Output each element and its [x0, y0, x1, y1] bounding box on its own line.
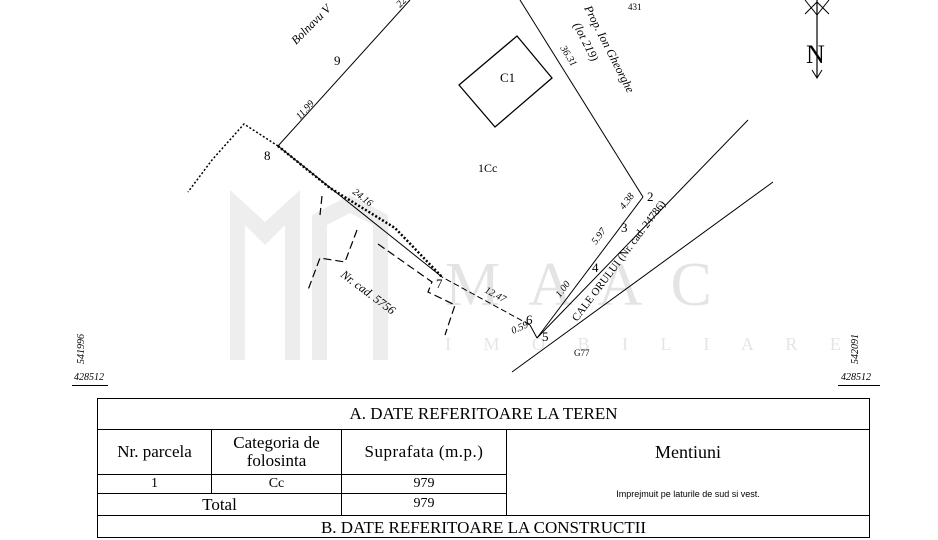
point-3-label: 3 [621, 220, 628, 235]
point-4-label: 4 [592, 260, 599, 275]
mentiuni-text: Imprejmuit pe laturile de sud si vest. [616, 489, 760, 500]
table-b-title: B. DATE REFERITOARE LA CONSTRUCTII [320, 518, 647, 537]
watermark: M A A C I M O B I L I A R E [230, 190, 855, 360]
watermark-sub-text: I M O B I L I A R E [445, 334, 855, 354]
header-categoria: Categoria de folosinta [233, 433, 320, 470]
coord-right-north: 542091 [850, 334, 861, 364]
header-mentiuni: Mentiuni [655, 441, 721, 462]
neighbor-north-label: Bolnavu V [288, 0, 335, 47]
north-arrow [804, 0, 830, 79]
table-a-title: A. DATE REFERITOARE LA TEREN [349, 404, 618, 424]
point-8-label: 8 [264, 148, 271, 163]
north-label: N [806, 40, 825, 69]
boundary-2-5 [536, 196, 644, 339]
coord-right-rule [838, 385, 880, 386]
coord-left-east: 428512 [74, 372, 104, 383]
header-nr-parcela: Nr. parcela [117, 442, 192, 462]
point-labels: 2 3 4 5 6 7 8 9 [264, 53, 654, 344]
boundary-east [519, 0, 644, 198]
boundary-6-7 [441, 276, 531, 326]
point-6-label: 6 [526, 312, 533, 327]
row-1-categoria: Cc [268, 475, 285, 491]
point-2-label: 2 [647, 189, 654, 204]
land-data-table: A. DATE REFERITOARE LA TEREN Nr. parcela… [97, 398, 870, 538]
coord-left-rule [72, 385, 108, 386]
point-5-label: 5 [542, 329, 549, 344]
row-1-nr: 1 [151, 475, 158, 491]
coord-left-north: 541996 [76, 334, 87, 364]
parcel-boundary [187, 0, 644, 339]
total-value: 979 [413, 496, 435, 512]
point-7-label: 7 [436, 276, 443, 291]
building-c1-label: C1 [500, 70, 515, 85]
point-g77-label: G77 [574, 348, 590, 358]
cadastral-plan: M A A C I M O B I L I A R E C1 1Cc Nr. c… [187, 0, 855, 373]
boundary-5-6 [529, 324, 538, 339]
fence-west [187, 123, 279, 193]
total-label: Total [202, 494, 237, 514]
boundary-7-8 [277, 145, 443, 278]
fence-south [277, 145, 443, 278]
neighbor-cad-5756 [307, 195, 456, 336]
parcel-label: 1Cc [478, 161, 497, 175]
neighbor-southwest-label: Nr. cad. 5756 [337, 267, 398, 318]
boundary-8-9 [277, 0, 411, 147]
header-suprafata: Suprafata (m.p.) [364, 442, 484, 462]
row-1-suprafata: 979 [413, 475, 435, 491]
neighbor-north-value: 22 [394, 0, 409, 10]
neighbor-east-point: 431 [628, 2, 642, 12]
watermark-main-text: M A A C [445, 251, 720, 319]
building-c1 [458, 35, 553, 128]
distance-3-4: 5.97 [590, 225, 610, 246]
coord-right-east: 428512 [841, 372, 871, 383]
point-9-label: 9 [334, 53, 341, 68]
distance-north-west: 11.99 [294, 98, 317, 122]
road-edges [511, 119, 774, 373]
